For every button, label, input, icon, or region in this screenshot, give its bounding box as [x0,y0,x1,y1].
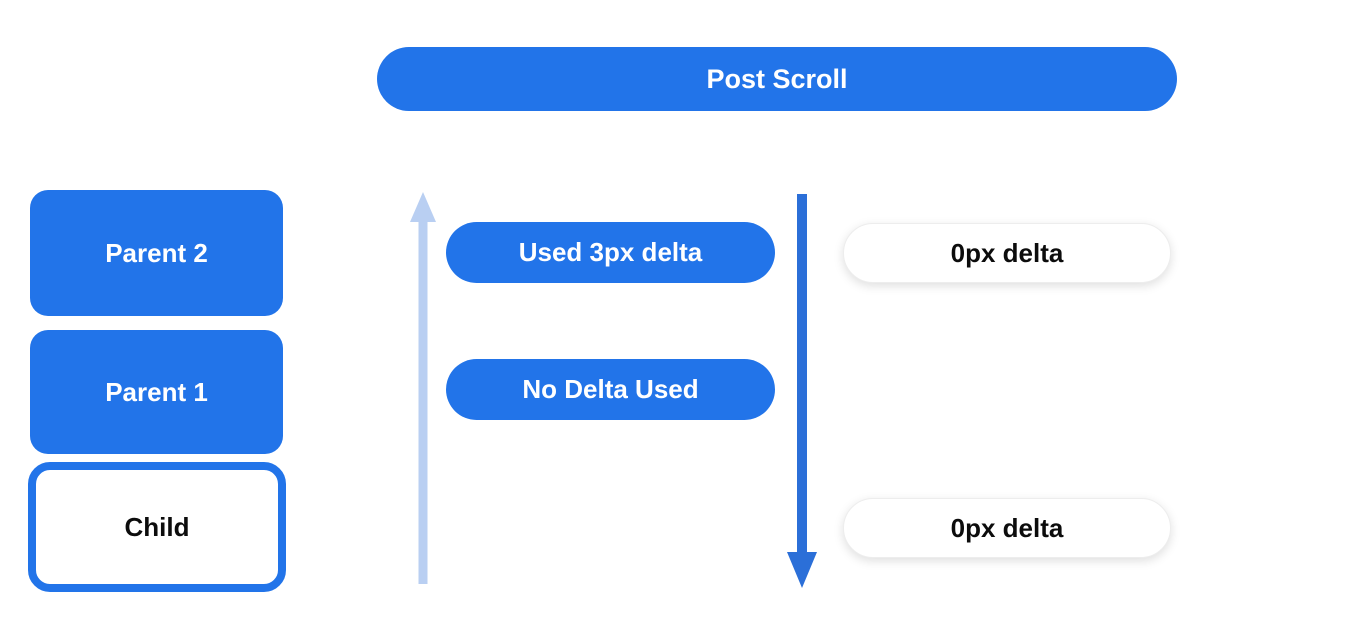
post-scroll-banner: Post Scroll [377,47,1177,111]
post-scroll-label: Post Scroll [706,63,848,94]
zero-delta-pill-top: 0px delta [843,223,1171,283]
zero-delta-bottom-label: 0px delta [950,512,1064,543]
scroll-down-arrow-icon [787,194,817,588]
no-delta-label: No Delta Used [522,374,699,404]
zero-delta-top-label: 0px delta [950,237,1064,268]
parent-2-box: Parent 2 [30,190,283,316]
child-box: Child [28,462,286,592]
child-label: Child [124,511,190,542]
used-delta-label: Used 3px delta [518,237,703,267]
no-delta-pill: No Delta Used [446,359,775,420]
scroll-down-arrow-shape [787,194,817,588]
scroll-up-arrow-icon [410,192,436,584]
parent-1-label: Parent 1 [105,376,208,407]
used-delta-pill: Used 3px delta [446,222,775,283]
scroll-up-arrow-shape [410,192,436,584]
zero-delta-pill-bottom: 0px delta [843,498,1171,558]
parent-1-box: Parent 1 [30,330,283,454]
parent-2-label: Parent 2 [105,237,208,268]
